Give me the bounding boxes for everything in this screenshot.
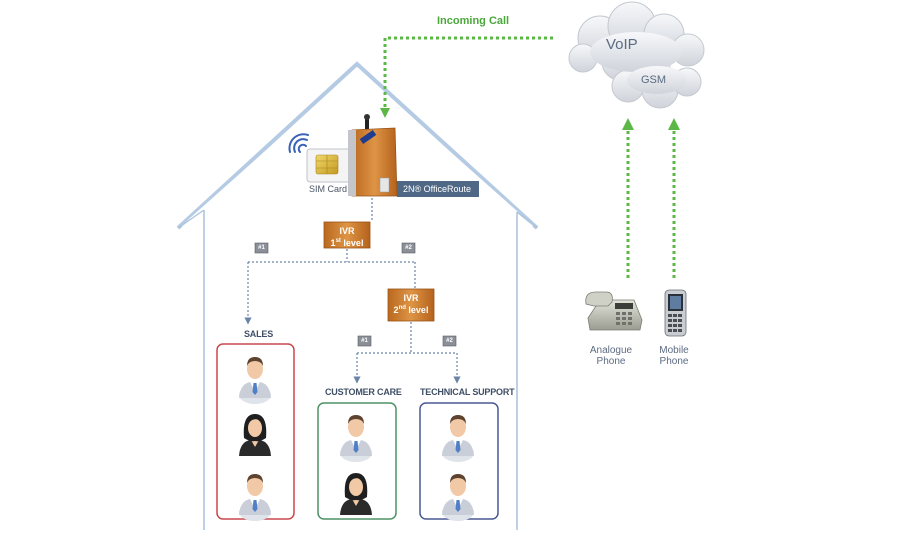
sim-card-label: SIM Card bbox=[309, 184, 348, 194]
voip-label: VoIP bbox=[606, 36, 638, 53]
option-1-badge bbox=[357, 335, 372, 347]
technical-support-label: TECHNICAL SUPPORT bbox=[420, 387, 515, 397]
ivr-title: IVR bbox=[339, 226, 355, 236]
analogue-phone-label-line1: Analogue bbox=[589, 345, 633, 356]
officeroute-device-icon bbox=[348, 114, 479, 197]
arrow-up-icon bbox=[622, 118, 634, 130]
sim-card-icon bbox=[306, 148, 356, 183]
analogue-phone-label: Analogue Phone bbox=[583, 345, 639, 367]
ivr-1st-level-label: IVR 1st level bbox=[325, 226, 369, 248]
ivr-title: IVR bbox=[403, 293, 419, 303]
ivr-2nd-level-label: IVR 2nd level bbox=[389, 293, 433, 315]
gsm-label: GSM bbox=[641, 74, 667, 86]
option-2-badge-label: #2 bbox=[405, 245, 412, 251]
officeroute-label: 2N® OfficeRoute bbox=[403, 184, 471, 194]
ivr1-branch-lines bbox=[244, 249, 416, 325]
analog-uplink-arrow bbox=[622, 118, 634, 278]
analogue-phone-label-line2: Phone bbox=[596, 356, 626, 367]
sales-label: SALES bbox=[244, 329, 274, 339]
arrow-up-icon bbox=[668, 118, 680, 130]
option-2-badge-label: #2 bbox=[446, 338, 453, 344]
option-2-badge bbox=[401, 242, 416, 254]
ivr2-branch-lines bbox=[353, 322, 461, 384]
mobile-phone-icon bbox=[664, 289, 687, 337]
customer-care-label: CUSTOMER CARE bbox=[325, 387, 402, 397]
ivr-2nd-level-box bbox=[387, 288, 435, 322]
ivr-1st-level-box bbox=[323, 221, 371, 249]
ivr-level-number: 2 bbox=[393, 305, 399, 315]
cloud-icon bbox=[568, 1, 705, 109]
ivr-level-suffix: nd bbox=[398, 305, 406, 311]
wifi-icon bbox=[288, 133, 309, 153]
option-1-badge-label: #1 bbox=[258, 245, 265, 251]
mobile-uplink-arrow bbox=[668, 118, 680, 278]
ivr-level-word: level bbox=[343, 238, 364, 248]
house-outline bbox=[176, 61, 539, 530]
analogue-phone-icon bbox=[585, 291, 643, 331]
mobile-phone-label: Mobile Phone bbox=[652, 345, 696, 367]
incoming-call-label: Incoming Call bbox=[437, 15, 510, 27]
option-1-badge bbox=[254, 242, 269, 254]
ivr-level-word: level bbox=[408, 305, 429, 315]
incoming-call-connector bbox=[380, 36, 553, 118]
mobile-phone-label-line2: Phone bbox=[659, 356, 689, 367]
mobile-phone-label-line1: Mobile bbox=[659, 345, 689, 356]
ivr-level-suffix: st bbox=[335, 238, 341, 244]
arrow-down-icon bbox=[380, 108, 390, 118]
ivr-level-number: 1 bbox=[330, 238, 336, 248]
option-2-badge bbox=[442, 335, 457, 347]
option-1-badge-label: #1 bbox=[361, 338, 368, 344]
